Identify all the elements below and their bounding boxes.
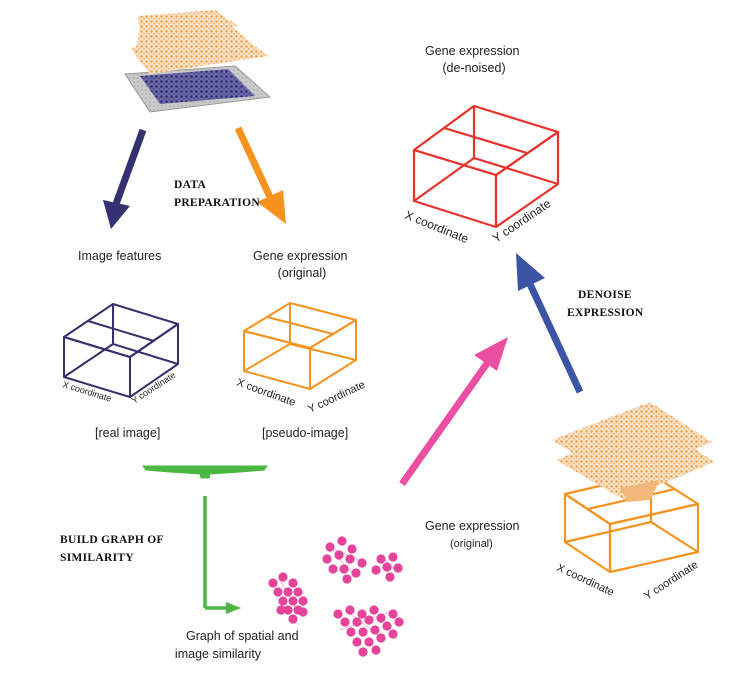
graph-node (388, 629, 398, 639)
pseudo-image-caption: [pseudo-image] (262, 426, 348, 440)
gene-original-left-box (243, 302, 357, 390)
graph-node (376, 554, 386, 564)
graph-node (268, 578, 278, 588)
image-features-y-axis: Y coordinate (130, 370, 178, 406)
graph-node (283, 587, 293, 597)
graph-node (376, 613, 386, 623)
graph-node (388, 552, 398, 562)
graph-node (278, 572, 288, 582)
graph-node (352, 617, 362, 627)
graph-node (342, 574, 352, 584)
gene-denoised-title: Gene expression (de-noised) (425, 44, 523, 75)
graph-node (352, 637, 362, 647)
graph-node (288, 578, 298, 588)
graph-node (371, 645, 381, 655)
graph-node (334, 550, 344, 560)
graph-node (333, 609, 343, 619)
graph-node (357, 558, 367, 568)
graph-node (273, 587, 283, 597)
graph-node (278, 596, 288, 606)
data-preparation-label: DATA PREPARATION (174, 179, 260, 209)
graph-node (347, 544, 357, 554)
graph-node (393, 563, 403, 573)
graph-node (283, 605, 293, 615)
graph-node (337, 536, 347, 546)
image-features-title: Image features (78, 249, 161, 263)
gene-original-right-y-axis: Y coordinate (642, 559, 700, 603)
gene-original-left-y-axis: Y coordinate (306, 379, 367, 416)
graph-node (293, 587, 303, 597)
graph-node (351, 568, 361, 578)
graph-node (370, 625, 380, 635)
real-image-caption: [real image] (95, 426, 160, 440)
graph-node (369, 605, 379, 615)
similarity-graph-icon (268, 536, 404, 657)
graph-node (345, 605, 355, 615)
gene-denoised-x-axis: X coordinate (403, 208, 471, 246)
tissue-stack-icon (124, 10, 272, 113)
graph-node (322, 554, 332, 564)
graph-node (388, 609, 398, 619)
graph-node (346, 627, 356, 637)
graph-node (385, 572, 395, 582)
graph-node (339, 564, 349, 574)
gene-denoised-y-axis: Y coordinate (490, 196, 554, 245)
graph-node (325, 542, 335, 552)
graph-node (382, 562, 392, 572)
graph-node (364, 615, 374, 625)
graph-node (276, 605, 286, 615)
denoise-expression-label: DENOISE EXPRESSION (567, 289, 644, 319)
graph-node (371, 565, 381, 575)
tissue-cube-icon (552, 402, 714, 574)
graph-node (364, 637, 374, 647)
graph-node (298, 596, 308, 606)
gene-original-left-title: Gene expression (original) (253, 249, 351, 280)
graph-node (358, 647, 368, 657)
image-features-box (63, 303, 179, 398)
graph-node (376, 633, 386, 643)
graph-node (328, 564, 338, 574)
graph-node (340, 617, 350, 627)
denoise-arrow (516, 253, 584, 394)
build-graph-label: BUILD GRAPH OF SIMILARITY (60, 534, 167, 564)
graph-node (288, 596, 298, 606)
gene-original-right-x-axis: X coordinate (555, 562, 616, 599)
graph-node (358, 627, 368, 637)
gene-denoised-box (412, 104, 560, 229)
graph-title: Graph of spatial and image similarity (175, 629, 302, 661)
graph-node (357, 609, 367, 619)
graph-node (298, 607, 308, 617)
data-preparation-arrows (103, 126, 286, 229)
graph-node (394, 617, 404, 627)
gene-original-right-title: Gene expression (original) (425, 519, 523, 550)
graph-node (288, 614, 298, 624)
graph-node (345, 554, 355, 564)
graph-to-denoise-arrow (399, 337, 508, 487)
build-graph-bracket (142, 465, 268, 614)
gene-original-left-x-axis: X coordinate (235, 377, 297, 409)
graph-node (382, 621, 392, 631)
